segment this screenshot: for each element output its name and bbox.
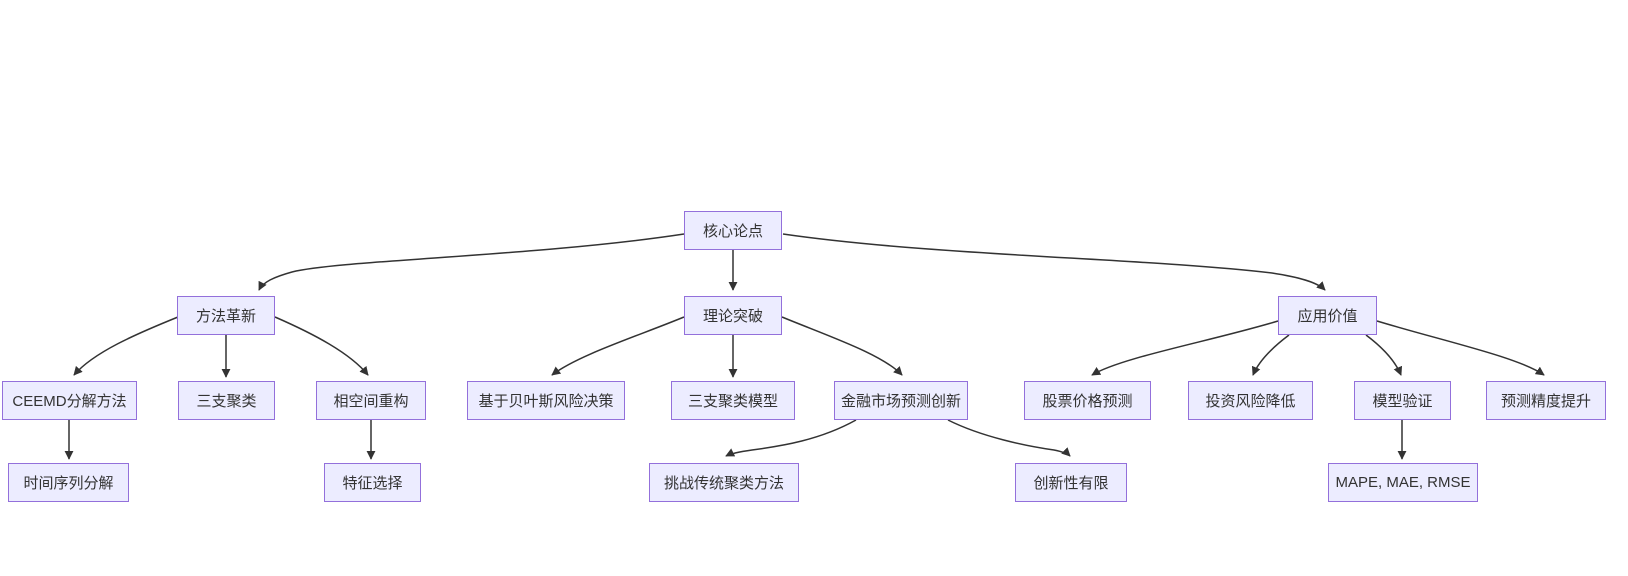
node-stock-price-prediction: 股票价格预测 — [1024, 381, 1151, 420]
node-challenge-traditional-clustering: 挑战传统聚类方法 — [649, 463, 799, 502]
edge-core-to-method — [258, 233, 685, 291]
node-core-thesis: 核心论点 — [684, 211, 782, 250]
node-application-value: 应用价值 — [1278, 296, 1377, 335]
node-model-validation: 模型验证 — [1354, 381, 1451, 420]
node-three-way-clustering-model: 三支聚类模型 — [671, 381, 795, 420]
node-method-innovation: 方法革新 — [177, 296, 275, 335]
edge-method-to-phase — [274, 316, 369, 376]
edge-application-to-validation — [1365, 334, 1403, 376]
edge-application-to-stock — [1091, 320, 1279, 376]
edge-theory-to-finance — [781, 316, 903, 376]
edge-finance-to-limited — [947, 419, 1071, 457]
node-forecast-accuracy-improvement: 预测精度提升 — [1486, 381, 1606, 420]
node-limited-innovation: 创新性有限 — [1015, 463, 1127, 502]
edge-application-to-accuracy — [1376, 320, 1545, 376]
node-investment-risk-reduction: 投资风险降低 — [1188, 381, 1313, 420]
node-financial-market-forecast-innovation: 金融市场预测创新 — [834, 381, 968, 420]
edge-theory-to-bayes — [551, 316, 685, 376]
node-phase-space-reconstruction: 相空间重构 — [316, 381, 426, 420]
edge-finance-to-challenge — [725, 419, 857, 457]
node-ceemd-decomposition: CEEMD分解方法 — [2, 381, 137, 420]
edge-application-to-risk — [1251, 334, 1290, 376]
edge-method-to-ceemd — [73, 316, 179, 376]
node-time-series-decomposition: 时间序列分解 — [8, 463, 129, 502]
node-feature-selection: 特征选择 — [324, 463, 421, 502]
node-bayesian-risk-decision: 基于贝叶斯风险决策 — [467, 381, 625, 420]
node-three-way-clustering: 三支聚类 — [178, 381, 275, 420]
node-theory-breakthrough: 理论突破 — [684, 296, 782, 335]
edge-core-to-application — [782, 233, 1326, 291]
node-mape-mae-rmse: MAPE, MAE, RMSE — [1328, 463, 1478, 502]
